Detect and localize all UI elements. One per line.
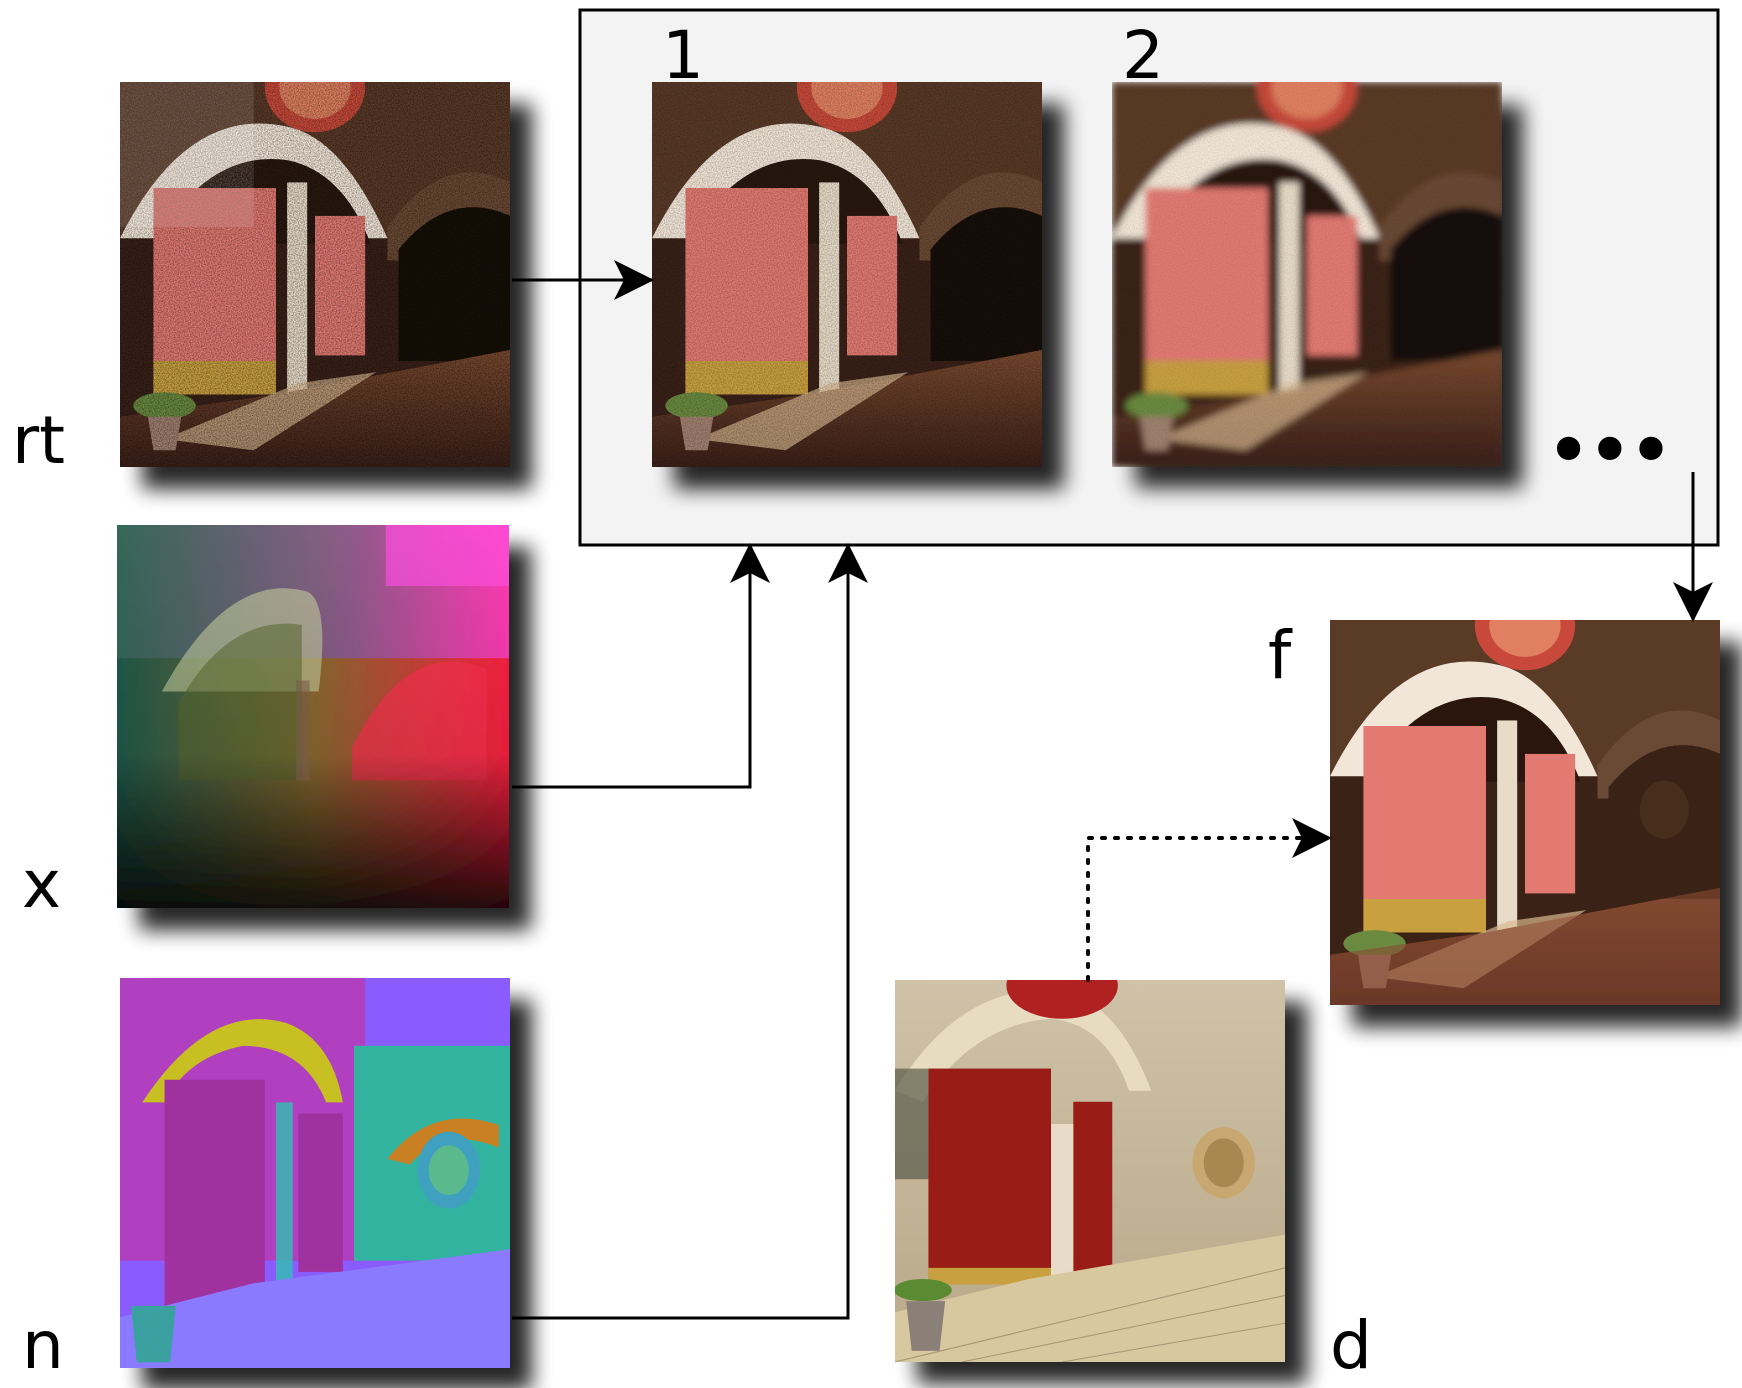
x-position-image bbox=[117, 525, 509, 908]
n-normal-image bbox=[120, 978, 510, 1368]
iteration-1-image bbox=[652, 82, 1042, 467]
label-f: f bbox=[1268, 617, 1293, 694]
rt-image bbox=[120, 82, 510, 467]
arrow-d-to-f-dotted bbox=[1086, 818, 1332, 982]
label-n: n bbox=[22, 1307, 64, 1384]
label-d: d bbox=[1330, 1307, 1372, 1384]
label-ellipsis: ••• bbox=[1545, 404, 1669, 497]
label-iter2: 2 bbox=[1122, 17, 1164, 94]
label-rt: rt bbox=[12, 402, 65, 479]
label-iter1: 1 bbox=[662, 17, 704, 94]
arrow-n-to-panel bbox=[512, 543, 868, 1320]
f-final-image bbox=[1330, 620, 1720, 1005]
iteration-2-image bbox=[1112, 82, 1502, 467]
label-x: x bbox=[22, 846, 61, 923]
arrow-x-to-panel bbox=[512, 543, 770, 789]
d-diffuse-image bbox=[895, 980, 1285, 1362]
